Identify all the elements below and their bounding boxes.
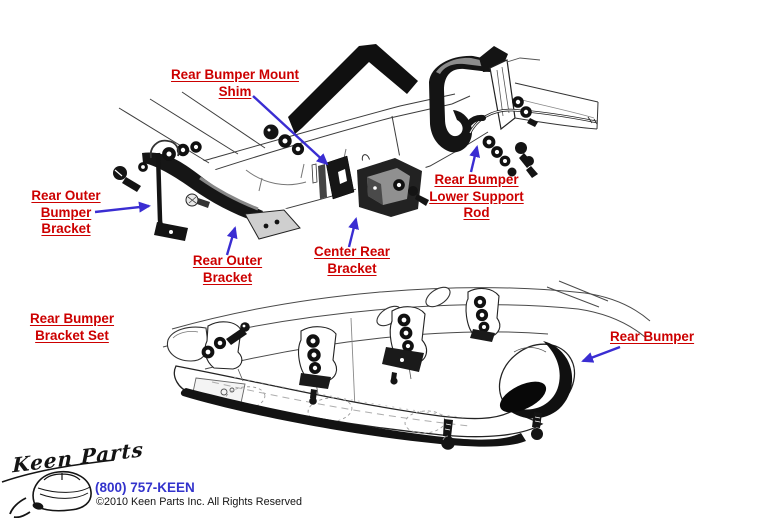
label-line[interactable]: Rear Bumper <box>434 172 519 187</box>
lower-support-rod-assembly-drawing <box>461 46 599 178</box>
arrow-rear-bumper-mount-shim <box>252 95 329 166</box>
label-line[interactable]: Bracket <box>41 221 91 236</box>
label-line[interactable]: Bracket <box>327 260 377 276</box>
bumper-bracket-set-drawing <box>201 287 501 405</box>
bumper-section-chevron-drawing <box>288 44 418 134</box>
label-line[interactable]: Bumper <box>40 204 92 220</box>
arrow-rear-bumper-lower-support-rod <box>469 145 481 173</box>
part-label-rear-outer-bracket[interactable]: Rear Outer Bracket <box>189 253 266 286</box>
part-label-rear-outer-bumper-bracket[interactable]: Rear Outer Bumper Bracket <box>24 188 108 238</box>
label-line[interactable]: Lower Support <box>429 188 524 204</box>
part-label-center-rear-bracket[interactable]: Center Rear Bracket <box>312 244 392 277</box>
center-rear-bracket-drawing <box>352 152 430 218</box>
label-line[interactable]: Bracket Set <box>35 327 109 343</box>
part-label-rear-bumper-lower-support-rod[interactable]: Rear Bumper Lower Support Rod <box>428 172 525 222</box>
label-line[interactable]: Center Rear <box>314 244 390 259</box>
arrow-center-rear-bracket <box>347 217 359 248</box>
outer-bumper-bracket-drawing <box>113 124 305 242</box>
bumper-end-hook-drawing <box>429 55 492 153</box>
label-line[interactable]: Rear Bumper Mount <box>171 67 299 82</box>
label-line[interactable]: Rear Bumper <box>610 329 695 344</box>
mount-shim-drawing <box>311 155 355 200</box>
arrow-rear-outer-bumper-bracket <box>94 201 151 214</box>
label-line[interactable]: Rod <box>463 205 490 220</box>
label-line[interactable]: Rear Outer <box>31 188 101 203</box>
rear-bumper-drawing <box>173 341 576 450</box>
label-line[interactable]: Rear Outer <box>192 253 263 268</box>
arrow-rear-bumper <box>581 345 621 363</box>
callout-arrows <box>94 95 621 363</box>
keen-parts-logo-car <box>1 459 115 518</box>
copyright-notice: ©2010 Keen Parts Inc. All Rights Reserve… <box>96 496 303 508</box>
part-label-rear-bumper-bracket-set[interactable]: Rear Bumper Bracket Set <box>29 311 115 344</box>
label-line[interactable]: Bracket <box>202 269 253 285</box>
phone-number: (800) 757-KEEN <box>95 480 195 495</box>
label-line[interactable]: Rear Bumper <box>29 311 115 326</box>
arrow-rear-outer-bracket <box>225 226 238 256</box>
label-line[interactable]: Shim <box>218 83 252 99</box>
part-label-rear-bumper-mount-shim[interactable]: Rear Bumper Mount Shim <box>171 67 299 100</box>
part-label-rear-bumper[interactable]: Rear Bumper <box>610 329 694 346</box>
